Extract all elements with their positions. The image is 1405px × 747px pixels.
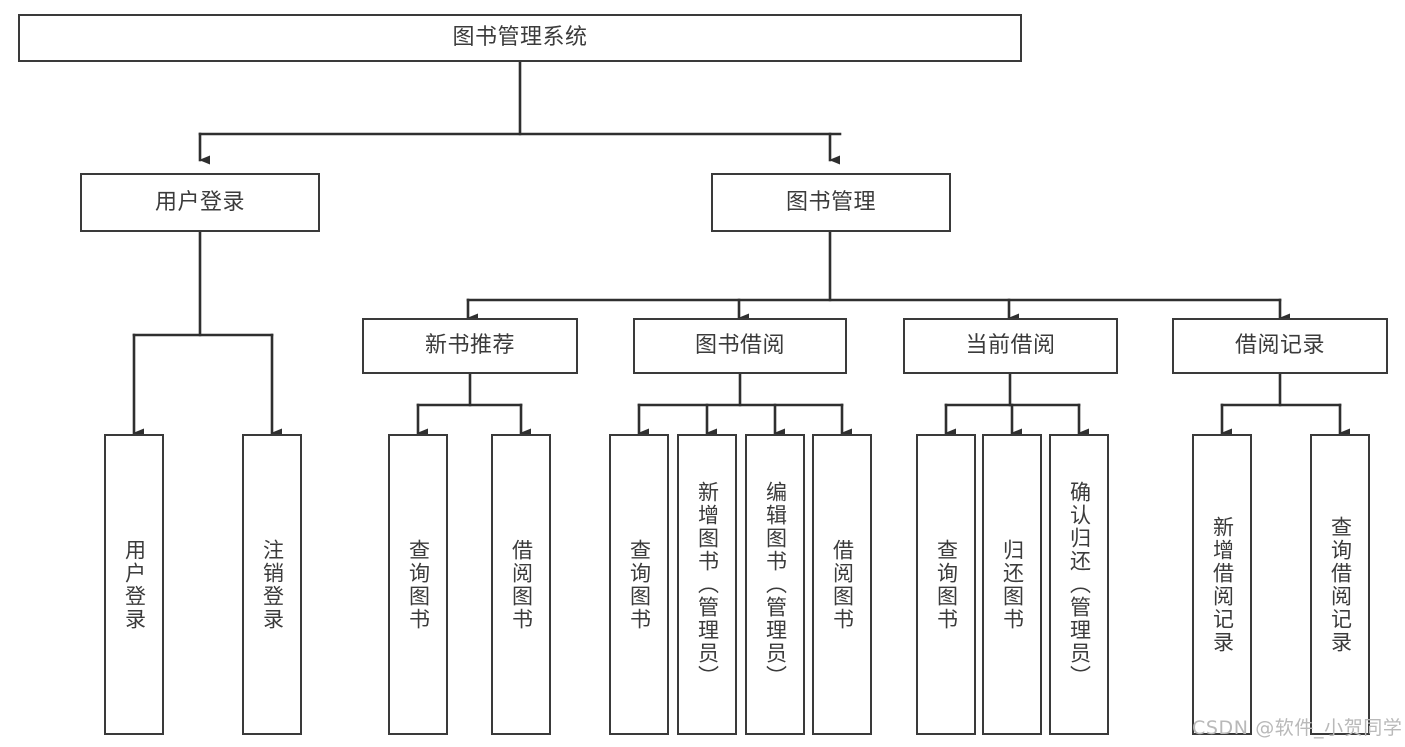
node-current-borrow-label: 当前借阅 bbox=[965, 333, 1056, 359]
node-leaf-logout-label: 注销登录 bbox=[260, 538, 285, 631]
node-leaf-query-book-3[interactable]: 查询图书 bbox=[916, 434, 976, 735]
node-current-borrow[interactable]: 当前借阅 bbox=[903, 318, 1118, 374]
node-leaf-add-book-label: 新增图书（管理员） bbox=[695, 481, 720, 688]
node-leaf-query-record-label: 查询借阅记录 bbox=[1328, 515, 1353, 654]
node-borrow-record[interactable]: 借阅记录 bbox=[1172, 318, 1388, 374]
node-user-login-label: 用户登录 bbox=[154, 189, 245, 215]
node-leaf-borrow-book-1-label: 借阅图书 bbox=[509, 538, 534, 631]
node-root[interactable]: 图书管理系统 bbox=[18, 14, 1022, 62]
node-leaf-query-book-1-label: 查询图书 bbox=[406, 538, 431, 631]
node-book-manage[interactable]: 图书管理 bbox=[711, 173, 951, 232]
node-leaf-user-login[interactable]: 用户登录 bbox=[104, 434, 164, 735]
node-leaf-confirm-return[interactable]: 确认归还（管理员） bbox=[1049, 434, 1109, 735]
node-leaf-logout[interactable]: 注销登录 bbox=[242, 434, 302, 735]
node-leaf-edit-book-label: 编辑图书（管理员） bbox=[763, 481, 788, 688]
node-borrow-record-label: 借阅记录 bbox=[1234, 333, 1325, 359]
node-leaf-edit-book[interactable]: 编辑图书（管理员） bbox=[745, 434, 805, 735]
node-leaf-query-book-2[interactable]: 查询图书 bbox=[609, 434, 669, 735]
node-user-login[interactable]: 用户登录 bbox=[80, 173, 320, 232]
node-leaf-borrow-book-1[interactable]: 借阅图书 bbox=[491, 434, 551, 735]
node-book-borrow[interactable]: 图书借阅 bbox=[633, 318, 847, 374]
node-leaf-return-book-label: 归还图书 bbox=[1000, 538, 1025, 631]
node-leaf-return-book[interactable]: 归还图书 bbox=[982, 434, 1042, 735]
node-leaf-borrow-book-2-label: 借阅图书 bbox=[830, 538, 855, 631]
node-book-manage-label: 图书管理 bbox=[785, 189, 876, 215]
node-book-borrow-label: 图书借阅 bbox=[694, 333, 785, 359]
node-leaf-add-record[interactable]: 新增借阅记录 bbox=[1192, 434, 1252, 735]
node-leaf-user-login-label: 用户登录 bbox=[122, 538, 147, 631]
node-leaf-query-book-2-label: 查询图书 bbox=[627, 538, 652, 631]
node-root-label: 图书管理系统 bbox=[452, 25, 588, 51]
node-leaf-add-record-label: 新增借阅记录 bbox=[1210, 515, 1235, 654]
node-leaf-query-book-3-label: 查询图书 bbox=[934, 538, 959, 631]
node-leaf-borrow-book-2[interactable]: 借阅图书 bbox=[812, 434, 872, 735]
node-leaf-query-book-1[interactable]: 查询图书 bbox=[388, 434, 448, 735]
node-leaf-confirm-return-label: 确认归还（管理员） bbox=[1067, 481, 1092, 688]
node-leaf-query-record[interactable]: 查询借阅记录 bbox=[1310, 434, 1370, 735]
node-leaf-add-book[interactable]: 新增图书（管理员） bbox=[677, 434, 737, 735]
node-new-book-rec[interactable]: 新书推荐 bbox=[362, 318, 578, 374]
node-new-book-rec-label: 新书推荐 bbox=[424, 333, 515, 359]
